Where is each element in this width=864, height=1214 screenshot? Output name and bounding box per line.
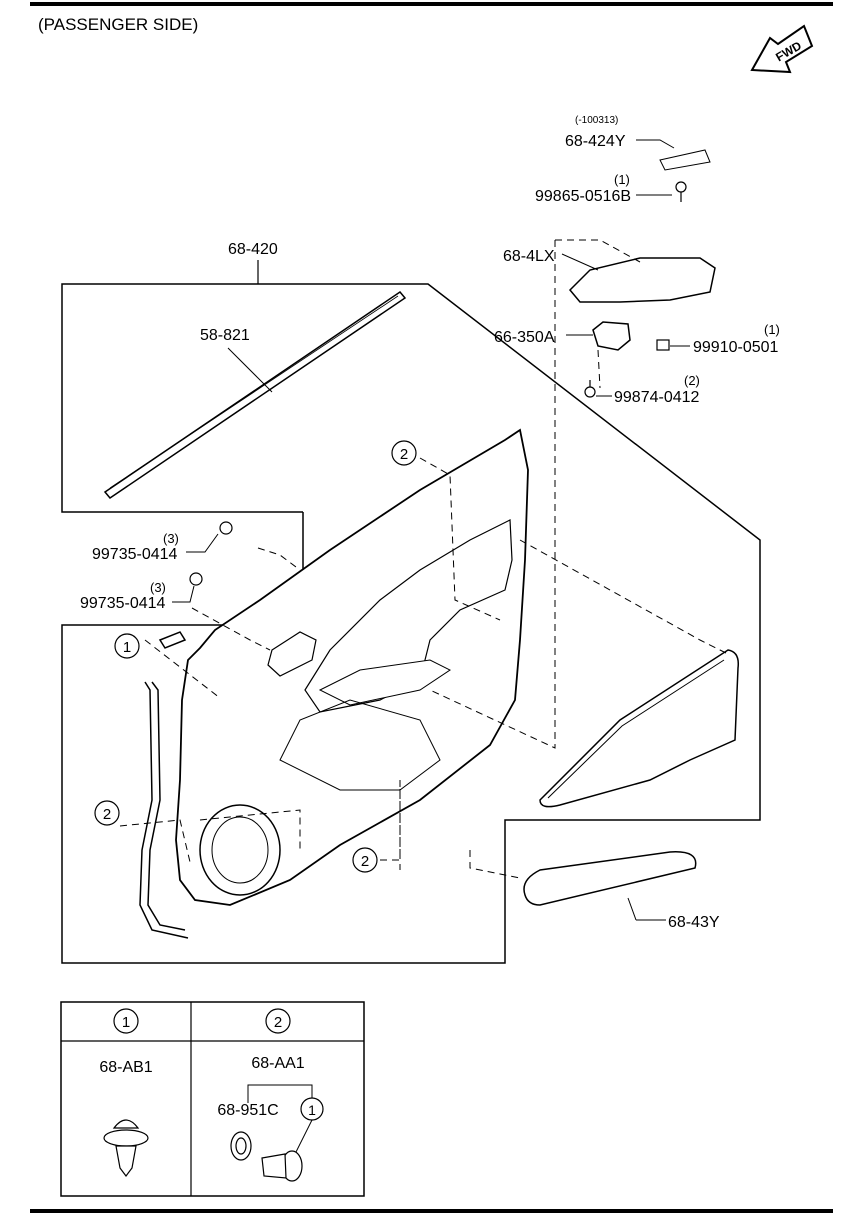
legend-sub-marker: 1 xyxy=(308,1102,316,1118)
callout-labels: (-100313) 68-424Y (1) 99865-0516B 68-4LX… xyxy=(80,115,780,931)
belt-molding-58-821 xyxy=(103,290,407,500)
qty-99735-0414-upper: (3) xyxy=(163,531,179,546)
circled-markers xyxy=(94,440,417,873)
assembly-dash-lines xyxy=(119,239,731,879)
clip-68-AA1-icon xyxy=(261,1119,313,1182)
screw-99735-0414-upper xyxy=(186,521,233,553)
window-switch-66-350A xyxy=(566,321,631,351)
marker-2-top: 2 xyxy=(400,446,408,463)
door-trim-panel xyxy=(175,428,529,906)
side-label: (PASSENGER SIDE) xyxy=(38,15,198,34)
bottom-rule xyxy=(30,1209,833,1213)
label-68-420: 68-420 xyxy=(228,241,278,258)
qty-99735-0414-lower: (3) xyxy=(150,580,166,595)
legend-part-68-AB1: 68-AB1 xyxy=(99,1059,152,1076)
marker-2-bottom: 2 xyxy=(361,853,369,870)
screw-99865-0516B xyxy=(636,181,687,202)
legend-part-68-AA1: 68-AA1 xyxy=(251,1055,304,1072)
label-68-4LX: 68-4LX xyxy=(503,248,555,265)
screw-99735-0414-lower xyxy=(172,572,203,603)
legend-col2-head: 2 xyxy=(274,1014,282,1031)
label-66-350A: 66-350A xyxy=(494,329,555,346)
label-99735-0414-upper: 99735-0414 xyxy=(92,546,178,563)
legend-part-68-951C: 68-951C xyxy=(217,1102,278,1119)
label-99735-0414-lower: 99735-0414 xyxy=(80,595,166,612)
nut-99910-0501 xyxy=(656,339,690,351)
armrest-pad-68-43Y xyxy=(523,851,697,921)
switch-bezel-68-4LX xyxy=(561,253,716,303)
top-rule xyxy=(30,2,833,6)
marker-1-left: 1 xyxy=(123,639,131,656)
legend-col1-head: 1 xyxy=(122,1014,130,1031)
washer-68-951C-icon xyxy=(230,1131,252,1161)
qty-99874-0412: (2) xyxy=(684,373,700,388)
screw-99874-0412 xyxy=(584,380,612,398)
cover-68-424Y xyxy=(636,139,711,171)
qty-99865-0516B: (1) xyxy=(614,172,630,187)
qty-99910-0501: (1) xyxy=(764,322,780,337)
legend-table: 1 2 68-AB1 68-AA1 68-951C 1 xyxy=(60,1001,365,1197)
label-99910-0501: 99910-0501 xyxy=(693,339,779,356)
label-99874-0412: 99874-0412 xyxy=(614,389,700,406)
clip-68-AB1-icon xyxy=(103,1119,149,1177)
label-68-424Y: 68-424Y xyxy=(565,133,626,150)
door-insert-trim xyxy=(539,649,740,808)
note-68-424Y: (-100313) xyxy=(575,115,618,126)
weatherstrip xyxy=(139,631,189,939)
group-68-420-outline xyxy=(61,283,761,964)
fwd-arrow-icon: FWD xyxy=(750,24,814,74)
label-68-43Y: 68-43Y xyxy=(668,914,720,931)
label-58-821: 58-821 xyxy=(200,327,250,344)
label-99865-0516B: 99865-0516B xyxy=(535,188,631,205)
marker-2-left: 2 xyxy=(103,806,111,823)
